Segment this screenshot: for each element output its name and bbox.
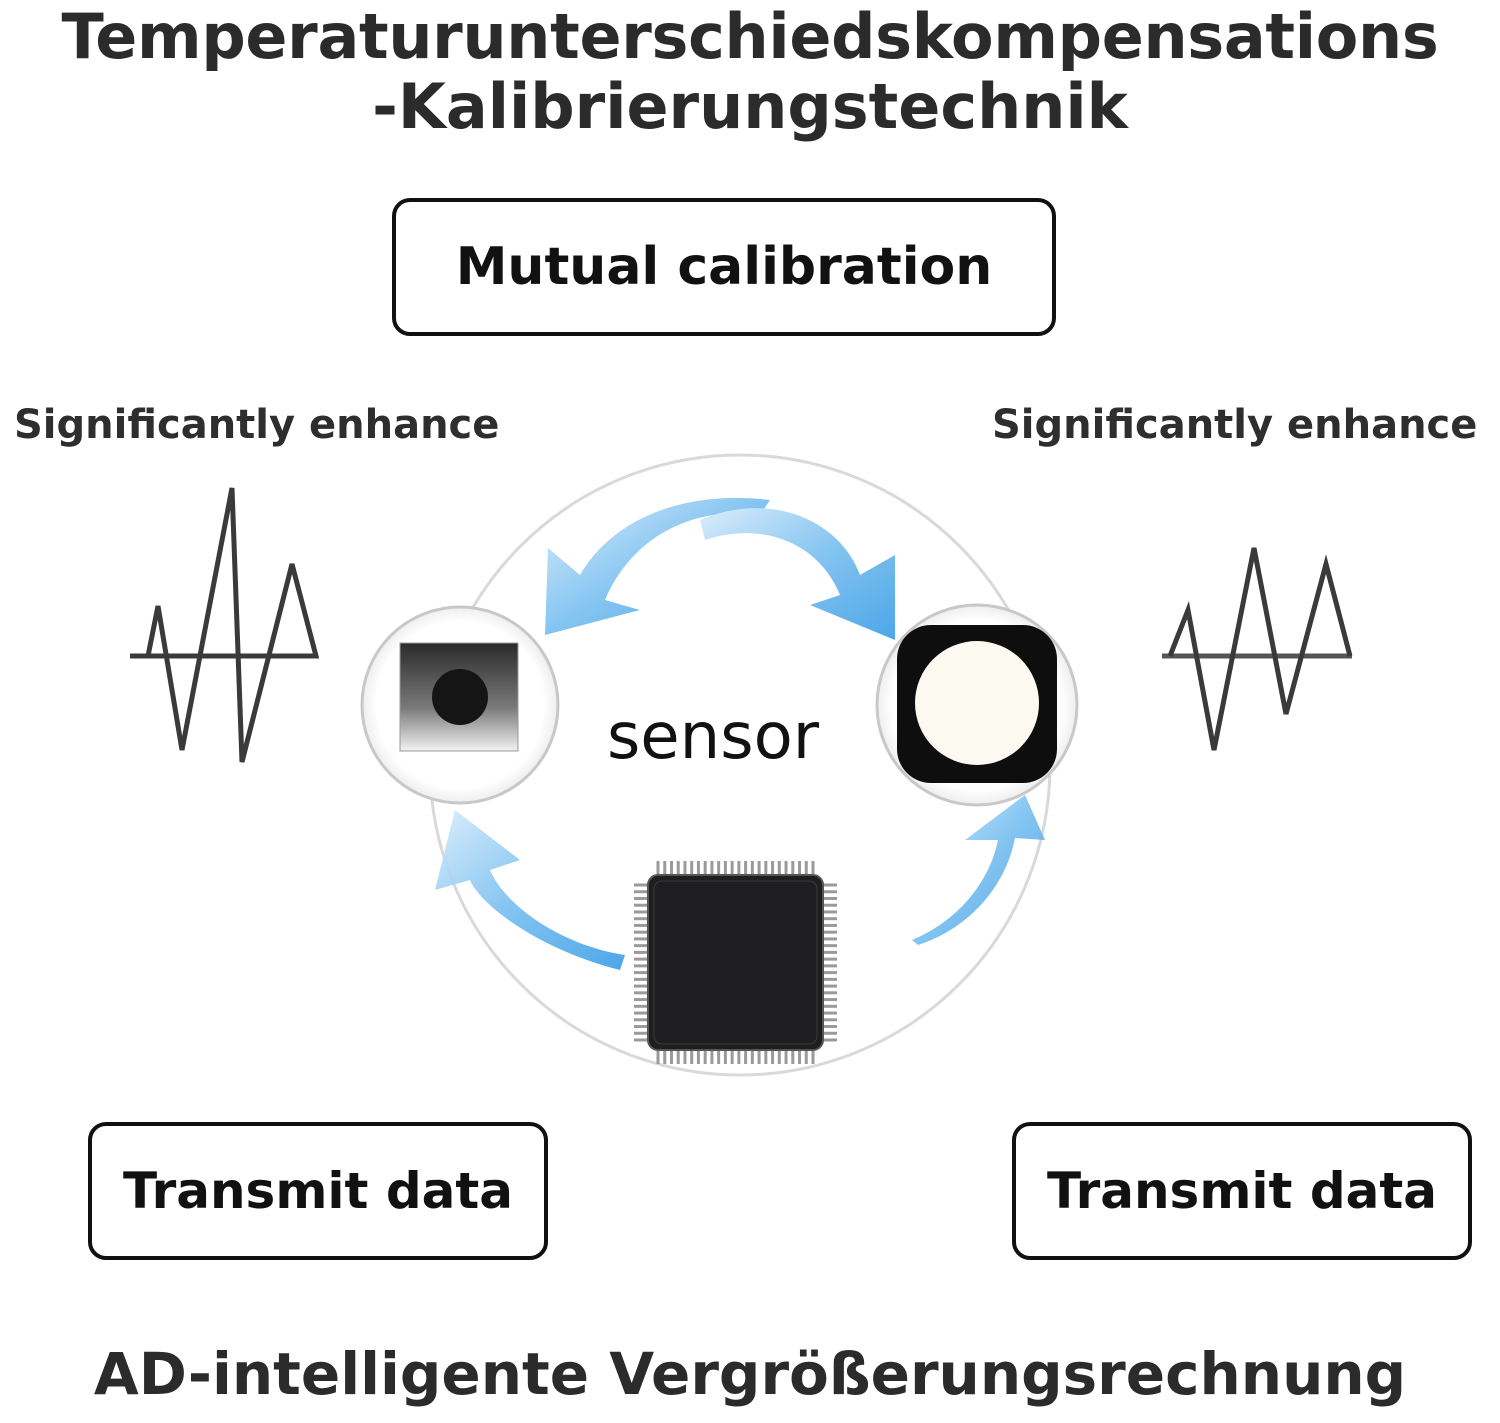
enhance-label-left: Significantly enhance: [14, 402, 500, 448]
enhance-label-right: Significantly enhance: [992, 402, 1478, 448]
transmit-data-label-right: Transmit data: [1046, 1162, 1438, 1220]
clean-waveform-icon: [1162, 547, 1353, 751]
transmit-data-box-left: Transmit data: [88, 1122, 548, 1260]
mutual-calibration-label: Mutual calibration: [455, 237, 993, 297]
sensor-square-icon: [360, 605, 560, 805]
page-title-line-1: Temperaturunterschiedskompensations: [61, 0, 1439, 73]
microchip-icon: [634, 861, 837, 1064]
transmit-data-box-right: Transmit data: [1012, 1122, 1472, 1260]
page-title-line-2: -Kalibrierungstechnik: [372, 70, 1128, 143]
footer-caption: AD-intelligente Vergrößerungsrechnung: [93, 1340, 1407, 1408]
sensor-label: sensor: [607, 700, 820, 774]
noisy-waveform-icon: [130, 487, 320, 763]
mutual-calibration-box: Mutual calibration: [392, 198, 1056, 336]
curved-arrow-icon: [435, 497, 1045, 970]
sensor-round-icon: [875, 603, 1079, 807]
transmit-data-label-left: Transmit data: [122, 1162, 514, 1220]
